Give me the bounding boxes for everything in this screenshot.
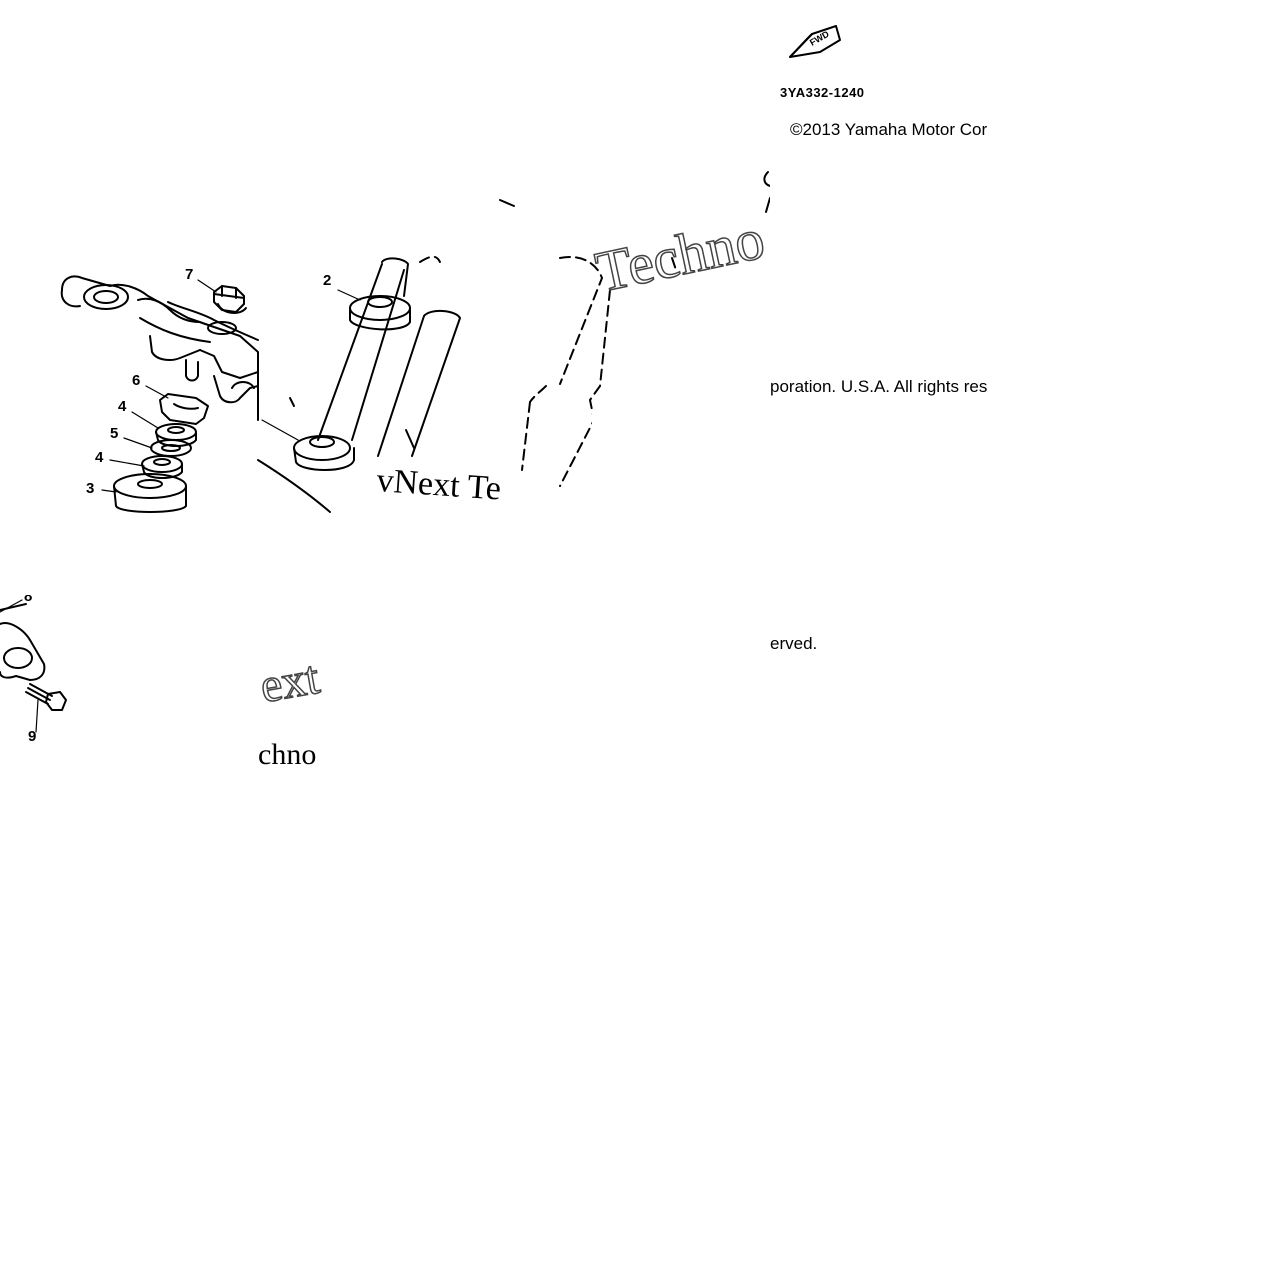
part-2-bearing-lower xyxy=(289,397,355,471)
callout-4-lower: 4 xyxy=(95,449,104,466)
callout-8: 8 xyxy=(24,588,33,605)
mask-lower-middle xyxy=(334,545,754,785)
copyright-part1: ©2013 Yamaha Motor Cor xyxy=(790,120,988,139)
watermark-line3: ext xyxy=(255,650,324,714)
part-3-cover xyxy=(113,473,187,513)
mask-bottom-left xyxy=(0,515,256,595)
mask-top-right xyxy=(770,140,1285,370)
part-8-lower-bracket xyxy=(0,603,46,681)
callout-7: 7 xyxy=(185,266,194,283)
diagram-code: 3YA332-1240 xyxy=(780,85,865,100)
callout-6: 6 xyxy=(132,372,141,389)
copyright-part3: erved. xyxy=(770,634,818,653)
part-4-ring-nut-lower xyxy=(141,455,183,479)
part-6-lock-washer xyxy=(159,393,209,425)
part-4-ring-nut-upper xyxy=(155,423,197,447)
leader-lines xyxy=(0,279,361,733)
callout-5: 5 xyxy=(110,425,119,442)
frame-head-pipe xyxy=(419,255,677,487)
callout-2: 2 xyxy=(323,272,332,289)
callout-4-upper: 4 xyxy=(118,398,127,415)
watermark-line4: chno xyxy=(258,738,317,771)
part-9-bolt xyxy=(25,683,67,711)
part-2-bearing-upper xyxy=(349,257,411,331)
mask-center-right xyxy=(592,410,762,545)
steering-stem-part xyxy=(317,263,461,457)
upper-bracket-part xyxy=(60,275,259,421)
frame-outline-part xyxy=(257,171,771,513)
fwd-arrow-icon: FWD xyxy=(789,25,841,58)
callout-3: 3 xyxy=(86,480,95,497)
part-7-bolt xyxy=(213,285,247,314)
svg-text:FWD: FWD xyxy=(808,29,831,48)
callout-9: 9 xyxy=(28,728,37,745)
part-5-washer xyxy=(150,439,192,457)
copyright-part2: poration. U.S.A. All rights res xyxy=(770,377,988,396)
